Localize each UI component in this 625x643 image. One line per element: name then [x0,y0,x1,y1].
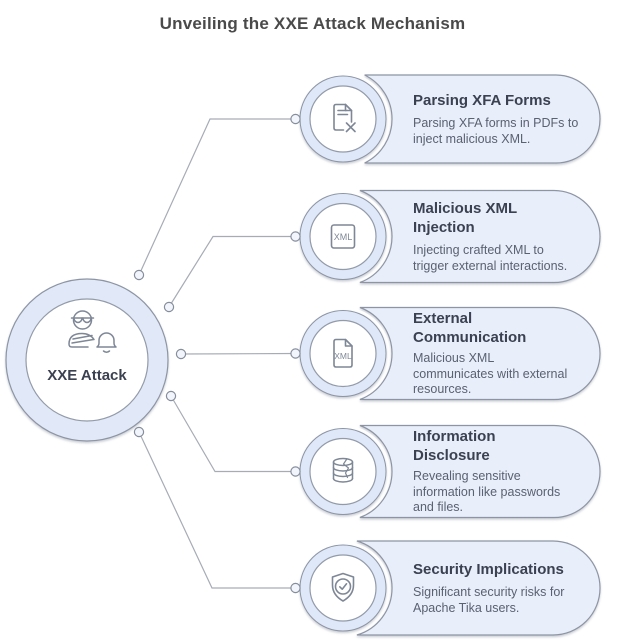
card-medallion-5 [296,541,390,635]
card-5-description: Significant security risks for Apache Ti… [413,585,565,615]
card-2: Malicious XML Injection Injecting crafte… [413,191,595,283]
card-4-description: Revealing sensitive information like pas… [413,469,561,515]
connector-line-5 [138,431,295,589]
card-dot-3 [290,348,301,359]
card-5: Security Implications Significant securi… [413,541,595,635]
card-4-title: Information Disclosure [413,428,496,465]
shield-check-icon [331,572,355,602]
xml-box-icon: XML [330,224,356,249]
hacker-bell-icon [68,310,117,353]
connector-line-4 [170,395,295,473]
card-shape-3 [359,306,601,401]
connector-lines [138,118,296,589]
connector-line-3 [180,352,296,355]
connector-line-1 [138,118,295,276]
card-shape-5 [356,540,601,636]
center-dot-1 [133,269,145,281]
card-1-description: Parsing XFA forms in PDFs to inject mali… [413,116,579,146]
card-shapes [356,74,601,636]
center-node [5,278,169,442]
card-dot-1 [290,113,301,125]
center-node-label: XXE Attack [47,367,127,384]
card-4: Information Disclosure Revealing sensiti… [413,426,595,518]
card-shape-2 [359,189,601,284]
card-medallion-2: XML [296,190,390,283]
card-2-description: Injecting crafted XML to trigger externa… [413,243,568,273]
core-circle [309,202,377,271]
core-circle [309,85,377,153]
center-dot-3 [175,348,187,360]
center-inner-circle [25,298,149,422]
card-1: Parsing XFA Forms Parsing XFA forms in P… [413,75,595,163]
card-medallions: XML XML [296,72,390,635]
center-dot-2 [163,301,175,313]
center-dot-4 [165,390,177,402]
file-x-icon [333,103,356,133]
card-2-title: Malicious XML Injection [413,200,518,236]
card-medallion-1 [296,72,390,166]
card-1-title: Parsing XFA Forms [413,92,551,109]
xml-file-icon-label: XML [334,351,352,361]
card-shape-1 [364,74,601,164]
card-shape-4 [359,424,601,519]
card-3: External Communication Malicious XML com… [413,308,595,400]
connector-dots [133,113,301,594]
card-dot-2 [290,231,301,242]
center-dot-5 [133,426,145,438]
card-3-description: Malicious XML communicates with external… [413,351,568,397]
card-medallion-3: XML [296,307,390,400]
xml-file-icon: XML [333,338,353,368]
card-dot-4 [290,466,301,477]
core-circle [309,319,377,388]
database-crack-icon [332,457,354,483]
page-title: Unveiling the XXE Attack Mechanism [159,14,466,33]
card-3-title: External Communication [413,310,527,347]
connector-line-2 [168,235,295,308]
card-dot-5 [290,582,301,594]
card-medallion-4 [296,425,390,518]
card-5-title: Security Implications [413,561,564,578]
xml-box-icon-label: XML [334,232,353,242]
